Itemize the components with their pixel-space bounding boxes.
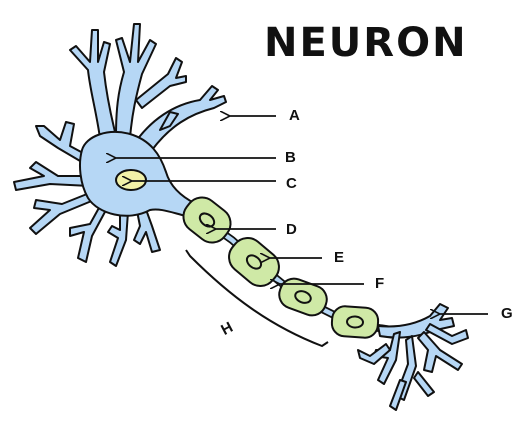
label-h: H [218, 319, 236, 339]
label-a: A [289, 107, 300, 124]
label-b: B [285, 149, 296, 166]
myelin-sheath [182, 196, 380, 339]
label-d: D [286, 221, 297, 238]
nucleus [115, 169, 147, 191]
bracket-h [185, 249, 329, 348]
label-g: G [501, 305, 513, 322]
schwann-nucleus [245, 254, 263, 270]
pointer-lines [114, 116, 488, 348]
dendrites [13, 23, 227, 267]
schwann-nucleus [346, 315, 364, 329]
label-f: F [375, 275, 384, 292]
label-c: C [286, 175, 297, 192]
label-e: E [334, 249, 344, 266]
schwann-nucleus [294, 290, 312, 304]
page-title: NEURON [264, 20, 468, 66]
